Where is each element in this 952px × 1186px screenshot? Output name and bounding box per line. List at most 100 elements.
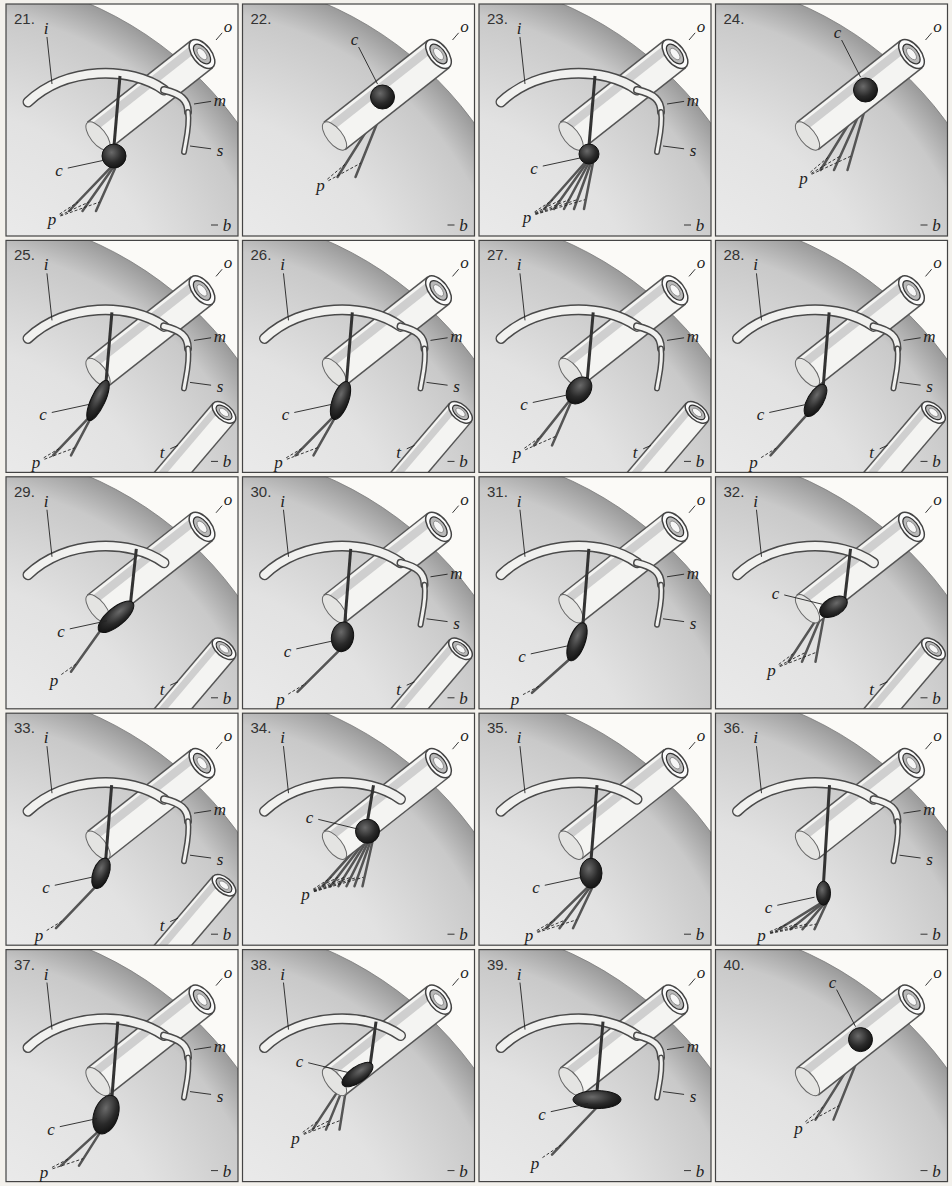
leader-line <box>689 742 695 749</box>
branch-outline <box>265 1019 401 1048</box>
tube-sheath <box>213 875 234 895</box>
leader-line <box>216 978 222 985</box>
tube-end <box>184 744 220 782</box>
branch-body <box>164 1036 188 1058</box>
leader-line <box>70 621 107 629</box>
tube-core <box>432 283 446 298</box>
leader-line <box>283 510 288 557</box>
part-letter: i <box>44 256 49 273</box>
part-letter: o <box>460 727 469 744</box>
leader-line <box>900 855 921 858</box>
part-letter: p <box>274 454 283 471</box>
part-letter: o <box>933 963 942 980</box>
part-letter: b <box>459 217 468 234</box>
branch-outline <box>421 348 426 388</box>
part-letter: o <box>933 254 942 271</box>
leader-line <box>684 934 691 935</box>
tube-shade <box>92 47 196 129</box>
leader-line <box>194 338 211 341</box>
branch-body <box>738 310 874 339</box>
leader-line <box>453 742 459 749</box>
leader-line <box>689 978 695 985</box>
part-letter: b <box>696 217 705 234</box>
branch-body <box>28 782 164 811</box>
leader-line <box>194 1047 211 1050</box>
tube-core <box>218 407 230 419</box>
leader-line <box>805 1106 824 1122</box>
tube-end <box>894 35 930 73</box>
tube-sheath <box>900 514 924 540</box>
tube-shade <box>92 992 196 1074</box>
leader-line <box>770 924 797 932</box>
tube-shade <box>565 283 669 365</box>
optic-nerve <box>791 271 929 390</box>
eyeball <box>716 240 948 472</box>
leader-line <box>448 461 455 462</box>
tube-sheath <box>663 987 687 1013</box>
leader-lines <box>283 269 458 461</box>
leader-line <box>296 641 333 649</box>
tube-core <box>432 47 446 62</box>
eyeball <box>479 713 711 945</box>
branch-outline <box>184 1058 189 1098</box>
branch-body <box>657 348 662 388</box>
eyeball <box>243 950 475 1182</box>
tube-sheath <box>450 402 471 422</box>
tube-body <box>808 54 912 136</box>
part-letter: c <box>772 584 780 601</box>
muscle-branch <box>164 799 188 821</box>
part-letter: p <box>40 1163 49 1180</box>
tube-sheath <box>190 514 214 540</box>
eyeball <box>6 477 238 709</box>
optic-nerve <box>554 980 692 1099</box>
tube-shade <box>150 644 218 709</box>
tube-body <box>335 763 439 845</box>
branch-body <box>28 310 164 339</box>
inferior-branch <box>501 546 637 575</box>
branch-outline <box>184 348 189 388</box>
figure-number: 30. <box>251 484 272 499</box>
panel-art <box>6 4 238 236</box>
muscle-branch <box>637 90 661 112</box>
panel-art <box>6 477 238 709</box>
leader-lines <box>44 269 222 461</box>
short-ciliary-nerve <box>56 886 96 928</box>
tube-sheath <box>663 278 687 304</box>
tube-body <box>335 54 439 136</box>
tube-sheath <box>900 278 924 304</box>
leader-line <box>448 934 455 935</box>
tube-end <box>421 508 457 546</box>
leader-line <box>784 595 824 605</box>
branch-body <box>637 326 661 348</box>
leader-line <box>407 445 415 448</box>
tube-cut-end <box>791 827 824 863</box>
tube-shade <box>802 47 906 129</box>
panel-art <box>479 4 711 236</box>
leader-line <box>667 101 684 104</box>
tube-cut-end <box>81 827 114 863</box>
leader-line <box>551 1104 588 1112</box>
panel-art <box>479 240 711 472</box>
part-letter: i <box>44 20 49 37</box>
leader-line <box>536 200 577 214</box>
tube-outline <box>808 54 912 136</box>
part-letter: c <box>42 879 50 896</box>
part-letter: p <box>799 170 808 187</box>
leader-line <box>52 1159 69 1168</box>
optic-nerve <box>318 980 456 1099</box>
part-letter: t <box>869 444 874 461</box>
branch-outline <box>501 1019 637 1048</box>
part-letter: m <box>923 328 935 345</box>
leader-line <box>880 445 888 448</box>
part-letter: s <box>217 851 224 868</box>
leader-line <box>288 683 306 694</box>
panel-art <box>479 477 711 709</box>
part-letter: s <box>453 614 460 631</box>
tube-end <box>657 744 693 782</box>
part-letter: s <box>453 378 460 395</box>
part-letter: c <box>57 622 65 639</box>
panel-frame <box>479 240 711 472</box>
panel-frame <box>6 240 238 472</box>
part-letter: c <box>757 406 765 423</box>
part-letter: b <box>696 926 705 943</box>
